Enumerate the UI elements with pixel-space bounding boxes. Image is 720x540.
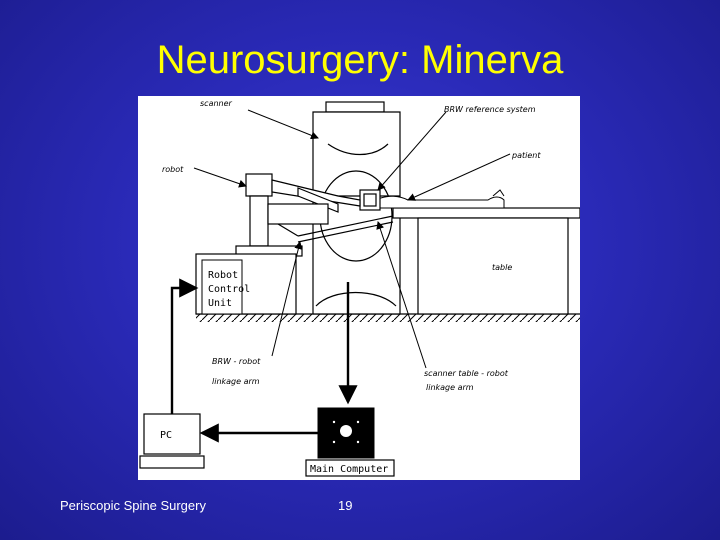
- diagram-drawing: Robot Control Unit PC Main Computer: [139, 99, 580, 477]
- robot-control-unit: Robot Control Unit: [195, 253, 297, 315]
- label-scanner: scanner: [200, 99, 233, 108]
- footer-text: Periscopic Spine Surgery: [60, 498, 206, 513]
- main-computer: Main Computer: [305, 407, 395, 477]
- pc-label: PC: [160, 430, 172, 441]
- pc: PC: [139, 413, 205, 469]
- label-table: table: [492, 263, 512, 272]
- rcu-line-2: Control: [208, 284, 250, 295]
- label-brw-robot: BRW - robot: [212, 357, 261, 366]
- label-patient: patient: [511, 151, 541, 160]
- rcu-line-1: Robot: [208, 270, 238, 281]
- robot: [235, 173, 361, 257]
- label-scanner-table-robot: scanner table - robot: [424, 369, 509, 378]
- slide-title: Neurosurgery: Minerva: [156, 38, 564, 82]
- rcu-line-3: Unit: [208, 298, 232, 309]
- patient-table: [392, 207, 580, 315]
- label-scanner-table-linkage: linkage arm: [426, 383, 474, 392]
- brw-reference-frame: [359, 189, 381, 211]
- label-brw-reference-system: BRW reference system: [444, 105, 536, 114]
- minerva-diagram: Robot Control Unit PC Main Computer: [138, 96, 580, 480]
- connections: [170, 278, 358, 443]
- main-computer-label: Main Computer: [310, 464, 388, 475]
- label-pointers: [193, 109, 511, 369]
- label-robot: robot: [162, 165, 184, 174]
- slide-number: 19: [338, 498, 353, 513]
- label-brw-robot-linkage: linkage arm: [212, 377, 260, 386]
- floor: [196, 313, 580, 322]
